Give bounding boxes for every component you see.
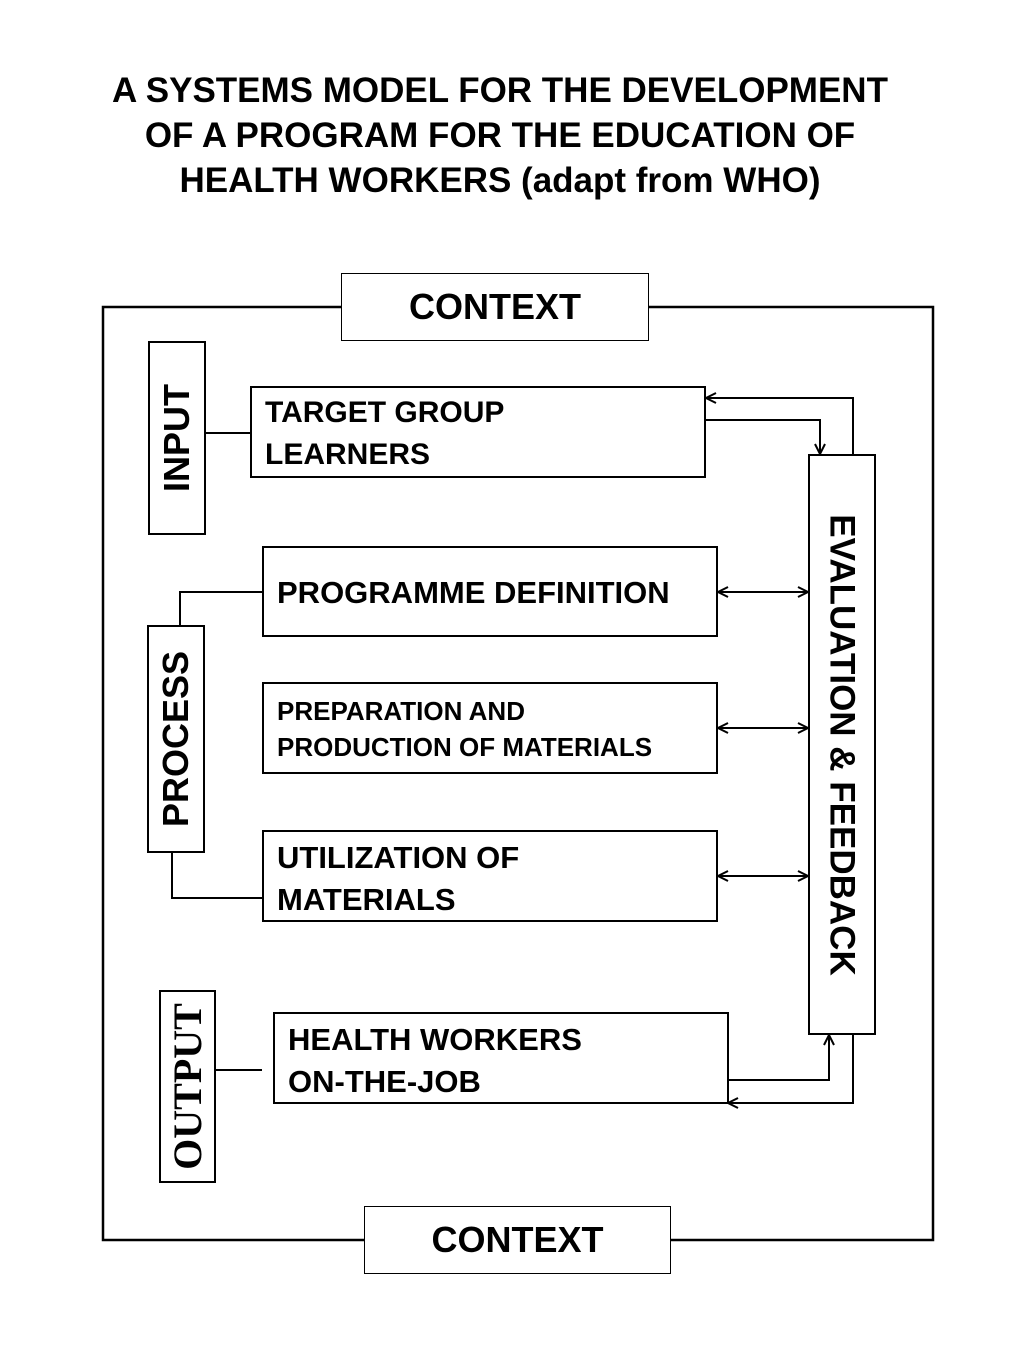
- process-stage-label: PROCESS: [155, 650, 197, 828]
- title-line-1: A SYSTEMS MODEL FOR THE DEVELOPMENT: [112, 71, 888, 110]
- preparation-line-1: PREPARATION AND: [277, 696, 525, 726]
- evaluation-feedback-box: EVALUATION & FEEDBACK: [808, 454, 876, 1035]
- evaluation-feedback-label: EVALUATION & FEEDBACK: [823, 513, 863, 976]
- target-to-evaluation-arrow: [706, 419, 820, 454]
- preparation-line-2: PRODUCTION OF MATERIALS: [277, 732, 653, 762]
- output-to-evaluation-arrow: [728, 1035, 829, 1081]
- programme-definition-box: PROGRAMME DEFINITION: [262, 546, 718, 637]
- process-stage-box: PROCESS: [147, 625, 205, 853]
- evaluation-to-target-arrow: [706, 398, 854, 454]
- programme-definition-line-1: PROGRAMME DEFINITION: [277, 575, 670, 610]
- output-stage-box: OUTPUT: [159, 990, 216, 1183]
- process-top-connector: [179, 591, 262, 625]
- health-workers-box: HEALTH WORKERS ON-THE-JOB: [273, 1012, 729, 1104]
- input-stage-label: INPUT: [156, 384, 197, 492]
- health-workers-line-2: ON-THE-JOB: [288, 1064, 481, 1099]
- output-stage-label: OUTPUT: [165, 1003, 210, 1170]
- utilization-line-1: UTILIZATION OF: [277, 840, 520, 875]
- context-bottom-label: CONTEXT: [431, 1219, 604, 1260]
- target-group-line-1: TARGET GROUP: [265, 396, 505, 429]
- utilization-line-2: MATERIALS: [277, 882, 456, 917]
- health-workers-line-1: HEALTH WORKERS: [288, 1022, 582, 1057]
- context-top-label: CONTEXT: [408, 286, 581, 327]
- evaluation-to-output-arrow: [728, 1035, 854, 1103]
- title-line-2: OF A PROGRAM FOR THE EDUCATION OF: [144, 116, 856, 155]
- context-top-box: CONTEXT: [341, 273, 649, 341]
- target-group-box: TARGET GROUP LEARNERS: [250, 386, 706, 478]
- context-bottom-box: CONTEXT: [364, 1206, 671, 1274]
- input-stage-box: INPUT: [148, 341, 206, 535]
- process-bottom-connector: [171, 853, 262, 899]
- diagram-title: A SYSTEMS MODEL FOR THE DEVELOPMENT OF A…: [0, 68, 1000, 203]
- utilization-box: UTILIZATION OF MATERIALS: [262, 830, 718, 922]
- target-group-line-2: LEARNERS: [265, 438, 431, 471]
- title-line-3: HEALTH WORKERS (adapt from WHO): [179, 161, 821, 200]
- preparation-box: PREPARATION AND PRODUCTION OF MATERIALS: [262, 682, 718, 774]
